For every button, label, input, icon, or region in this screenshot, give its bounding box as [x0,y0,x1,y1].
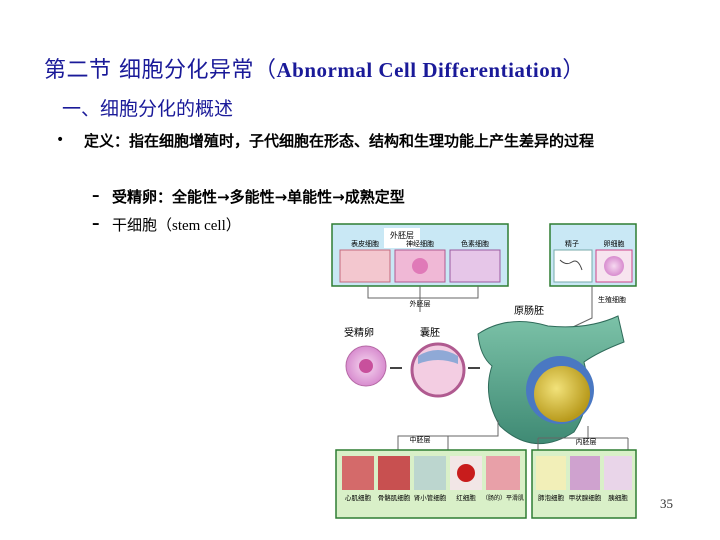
red-blood-cell [457,464,475,482]
endoderm-item-2: 甲状腺细胞 [569,493,602,502]
title-en: Abnormal Cell Differentiation [277,58,563,82]
ectoderm-connector [368,286,478,312]
ectoderm-item-1: 表皮细胞 [351,239,379,248]
page-number: 35 [660,496,673,512]
kidney-tubule-image [414,456,446,490]
sperm-image [554,250,592,282]
germ-item-1: 精子 [565,239,579,248]
pigment-cells-image [450,250,500,282]
gastrula-label: 原肠胚 [514,305,544,317]
neuron-body [412,258,428,274]
mesoderm-item-5: （肠的）平滑肌 [482,494,524,502]
ectoderm-header: 外胚层 [390,230,414,240]
mesoderm-label: 中胚层 [410,435,431,444]
mesoderm-item-3: 肾小管细胞 [414,493,447,502]
stem-cell-en: stem cell [172,218,226,234]
title-cn: 第二节 细胞分化异常（ [44,58,277,83]
endoderm-item-1: 肺泡细胞 [538,493,565,502]
germ-label: 生殖细胞 [598,295,626,304]
zygote-label: 受精卵 [344,326,374,339]
ectoderm-item-2: 神经细胞 [406,239,434,248]
stem-cell-cn: 干细胞（ [112,216,172,234]
gastrula-yolk [534,366,590,422]
skeletal-muscle-image [378,456,410,490]
section-heading: 一、细胞分化的概述 [62,94,233,121]
ectoderm-label: 外胚层 [410,299,431,308]
definition-text: 定义：指在细胞增殖时，子代细胞在形态、结构和生理功能上产生差异的过程 [84,130,684,152]
stem-cell-end: ） [226,216,241,234]
figure-svg: 外胚层 表皮细胞 神经细胞 色素细胞 精子 卵细胞 外胚层 生殖细胞 原肠胚 受… [328,222,640,520]
mesoderm-item-2: 骨骼肌细胞 [378,493,411,502]
mesoderm-item-1: 心肌细胞 [345,493,372,502]
cardiac-muscle-image [342,456,374,490]
smooth-muscle-image [486,456,520,490]
epidermal-cells-image [340,250,390,282]
blastula-label: 囊胚 [420,326,440,339]
endoderm-item-3: 胰细胞 [608,493,628,502]
zygote-potency-text: 受精卵：全能性→多能性→单能性→成熟定型 [112,186,405,207]
slide-title: 第二节 细胞分化异常（Abnormal Cell Differentiation… [44,52,585,84]
ectoderm-item-3: 色素细胞 [461,239,489,248]
zygote-nucleus [359,359,373,373]
alveolar-cell-image [536,456,566,490]
thyroid-cell-image [570,456,600,490]
pancreas-cell-image [604,456,632,490]
cell-differentiation-figure: 外胚层 表皮细胞 神经细胞 色素细胞 精子 卵细胞 外胚层 生殖细胞 原肠胚 受… [328,222,640,520]
title-end: ） [562,58,585,83]
endoderm-label: 内胚层 [576,437,597,446]
bullet-marker: • [56,132,64,148]
germ-item-2: 卵细胞 [604,239,625,248]
mesoderm-item-4: 红细胞 [456,493,476,502]
dash-marker: – [92,214,100,232]
dash-marker: – [92,186,100,204]
egg-cell [604,256,624,276]
stem-cell-text: 干细胞（stem cell） [112,214,241,235]
